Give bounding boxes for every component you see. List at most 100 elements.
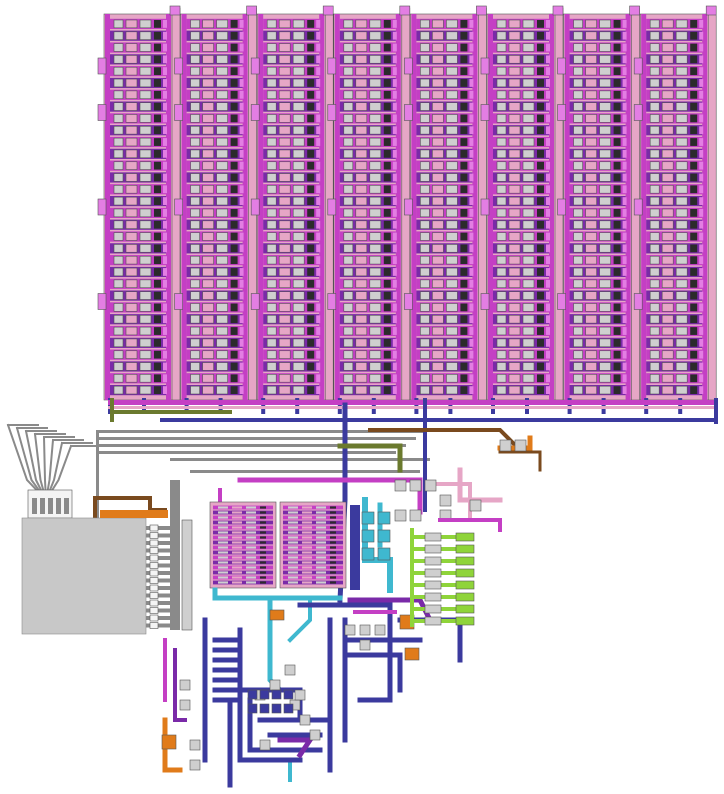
memory-cell bbox=[469, 374, 473, 382]
memory-cell bbox=[126, 162, 137, 170]
memory-cell bbox=[586, 280, 597, 288]
sub-cell bbox=[330, 531, 336, 533]
logic-gate bbox=[190, 760, 200, 770]
memory-cell bbox=[140, 363, 151, 371]
memory-cell bbox=[469, 150, 473, 158]
memory-cell bbox=[126, 386, 137, 394]
memory-cell bbox=[650, 162, 659, 170]
group-stub bbox=[481, 105, 489, 121]
memory-cell bbox=[523, 209, 534, 217]
memory-cell bbox=[469, 20, 473, 28]
memory-cell bbox=[279, 162, 290, 170]
memory-cell bbox=[662, 363, 673, 371]
memory-cell bbox=[293, 150, 304, 158]
memory-cell bbox=[574, 79, 583, 87]
memory-cell bbox=[420, 79, 429, 87]
memory-cell bbox=[497, 138, 506, 146]
sub-cell bbox=[218, 566, 228, 568]
memory-cell bbox=[690, 55, 697, 63]
memory-cell bbox=[432, 126, 443, 134]
memory-cell bbox=[231, 91, 238, 99]
memory-cell bbox=[140, 268, 151, 276]
memory-cell bbox=[546, 67, 550, 75]
memory-cell bbox=[384, 268, 391, 276]
sub-cell bbox=[316, 566, 326, 568]
memory-cell bbox=[217, 126, 228, 134]
output-pin-cell bbox=[425, 569, 441, 577]
memory-cell bbox=[623, 280, 627, 288]
memory-cell bbox=[344, 55, 353, 63]
memory-cell bbox=[231, 304, 238, 312]
memory-cell bbox=[676, 197, 687, 205]
memory-cell bbox=[650, 315, 659, 323]
memory-cell bbox=[662, 292, 673, 300]
sub-cell bbox=[316, 526, 326, 528]
memory-cell bbox=[344, 162, 353, 170]
memory-cell bbox=[140, 174, 151, 182]
memory-cell bbox=[240, 162, 244, 170]
memory-cell bbox=[203, 363, 214, 371]
memory-cell bbox=[662, 327, 673, 335]
memory-cell bbox=[154, 79, 161, 87]
sub-cell bbox=[316, 571, 326, 573]
memory-cell bbox=[267, 185, 276, 193]
memory-cell bbox=[114, 221, 123, 229]
memory-cell bbox=[537, 138, 544, 146]
memory-cell bbox=[267, 20, 276, 28]
memory-cell bbox=[662, 304, 673, 312]
memory-cell bbox=[586, 162, 597, 170]
memory-cell bbox=[344, 304, 353, 312]
memory-cell bbox=[370, 126, 381, 134]
logic-gate bbox=[360, 625, 370, 635]
memory-cell bbox=[574, 103, 583, 111]
memory-cell bbox=[384, 244, 391, 252]
memory-cell bbox=[154, 103, 161, 111]
memory-cell bbox=[191, 185, 200, 193]
memory-cell bbox=[154, 233, 161, 241]
memory-cell bbox=[586, 315, 597, 323]
sub-cell bbox=[218, 511, 228, 513]
column-top-pad bbox=[630, 6, 640, 15]
sub-cell bbox=[218, 531, 228, 533]
sub-cell bbox=[246, 511, 256, 513]
memory-cell bbox=[446, 221, 457, 229]
memory-cell bbox=[307, 185, 314, 193]
memory-cell bbox=[662, 280, 673, 288]
sub-cell bbox=[246, 566, 256, 568]
memory-cell bbox=[240, 115, 244, 123]
memory-cell bbox=[497, 103, 506, 111]
memory-cell bbox=[497, 304, 506, 312]
memory-cell bbox=[662, 162, 673, 170]
memory-cell bbox=[126, 32, 137, 40]
memory-cell bbox=[267, 363, 276, 371]
group-stub bbox=[328, 294, 336, 310]
memory-cell bbox=[191, 32, 200, 40]
memory-cell bbox=[699, 363, 703, 371]
memory-cell bbox=[469, 233, 473, 241]
memory-cell bbox=[316, 91, 320, 99]
memory-cell bbox=[690, 138, 697, 146]
memory-cell bbox=[574, 126, 583, 134]
memory-cell bbox=[676, 280, 687, 288]
memory-cell bbox=[384, 351, 391, 359]
memory-cell bbox=[432, 339, 443, 347]
wire bbox=[440, 520, 500, 530]
memory-cell bbox=[420, 138, 429, 146]
memory-cell bbox=[690, 44, 697, 52]
memory-cell bbox=[586, 44, 597, 52]
memory-cell bbox=[344, 126, 353, 134]
memory-cell bbox=[316, 363, 320, 371]
memory-cell bbox=[370, 363, 381, 371]
memory-cell bbox=[344, 244, 353, 252]
memory-cell bbox=[203, 268, 214, 276]
memory-cell bbox=[690, 386, 697, 394]
sub-cell bbox=[218, 521, 228, 523]
memory-cell bbox=[217, 327, 228, 335]
memory-cell bbox=[699, 374, 703, 382]
memory-cell bbox=[240, 256, 244, 264]
memory-cell bbox=[523, 244, 534, 252]
memory-cell bbox=[662, 268, 673, 276]
memory-cell bbox=[316, 126, 320, 134]
memory-cell bbox=[393, 351, 397, 359]
memory-cell bbox=[240, 292, 244, 300]
